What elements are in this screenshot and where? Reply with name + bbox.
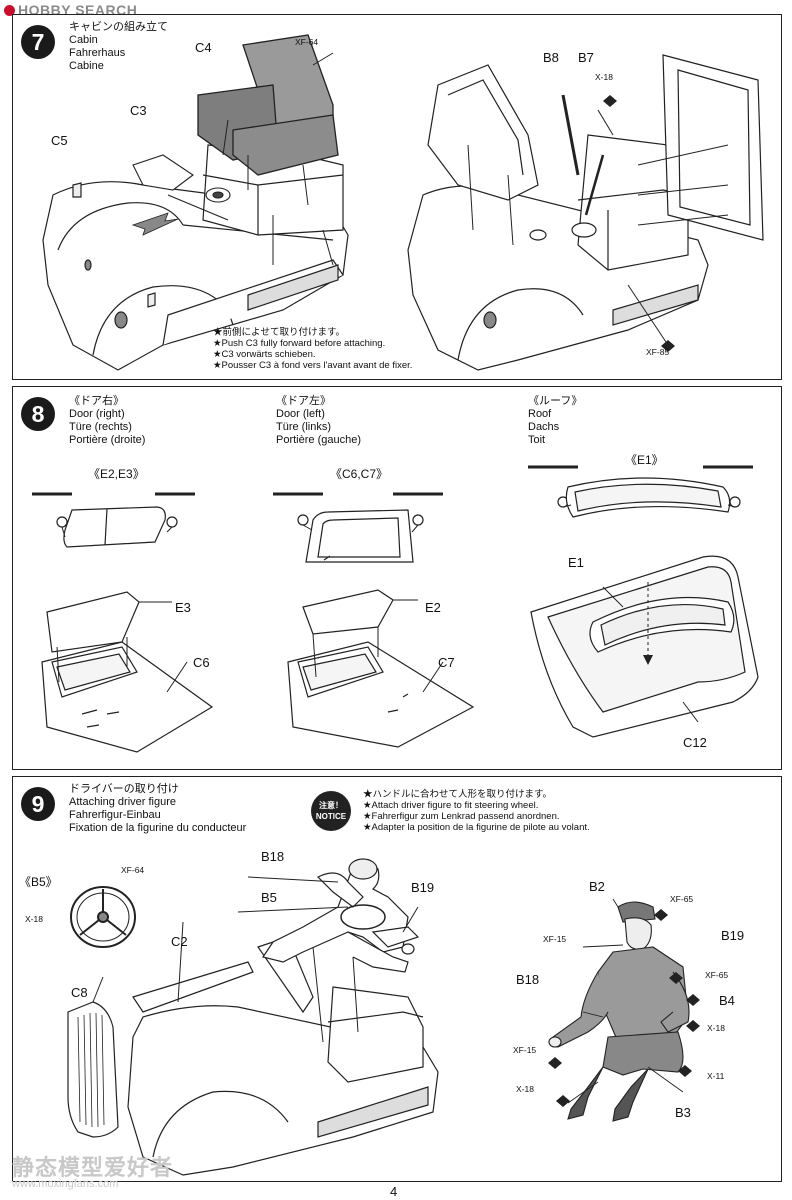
part-label-b19-b: B19 (721, 928, 745, 943)
part-label-b18-b: B18 (516, 972, 540, 987)
roof-illustration (523, 457, 768, 762)
part-label-b8: B8 (543, 50, 559, 65)
note-fr: ★Pousser C3 à fond vers l'avant avant de… (213, 360, 413, 371)
part-label-c12: C12 (683, 735, 707, 750)
door-left-en: Door (left) (276, 408, 325, 420)
step-number-badge: 9 (21, 787, 55, 821)
door-right-en: Door (right) (69, 408, 125, 420)
step-8-panel: 8 《ドア右》 Door (right) Türe (rechts) Porti… (12, 386, 782, 770)
door-right-heading: 《ドア右》 Door (right) Türe (rechts) Portièr… (69, 395, 145, 447)
note-jp: ★前側によせて取り付けます。 (213, 327, 346, 338)
part-label-c8: C8 (71, 985, 88, 1000)
title-de: Fahrerhaus (69, 47, 126, 59)
title-fr: Fixation de la figurine du conducteur (69, 822, 247, 834)
title-en: Cabin (69, 34, 98, 46)
roof-heading: 《ルーフ》 Roof Dachs Toit (528, 395, 582, 447)
paint-label-x18-wheel: X-18 (25, 914, 43, 924)
door-left-heading: 《ドア左》 Door (left) Türe (links) Portière … (276, 395, 361, 447)
paint-label-xf85: XF-85 (646, 347, 670, 357)
logo-dot-icon (4, 5, 15, 16)
part-label-b2: B2 (589, 879, 605, 894)
paint-label-xf64: XF-64 (295, 37, 319, 47)
part-label-b18: B18 (261, 849, 285, 864)
door-right-jp: 《ドア右》 (69, 395, 124, 407)
note-fr: ★Adapter la position de la figurine de p… (363, 822, 590, 833)
part-label-c3: C3 (130, 103, 147, 118)
note-en: ★Attach driver figure to fit steering wh… (363, 800, 539, 811)
notice-badge-jp: 注意！ (319, 801, 343, 810)
paint-label-x18-b: X-18 (707, 1023, 725, 1033)
part-label-c4: C4 (195, 40, 212, 55)
paint-label-xf15-a: XF-15 (543, 934, 567, 944)
roof-de: Dachs (528, 421, 560, 433)
door-right-fr: Portière (droite) (69, 434, 146, 446)
roof-en: Roof (528, 408, 552, 420)
step-number-badge: 7 (21, 25, 55, 59)
door-left-jp: 《ドア左》 (276, 395, 331, 407)
door-left-parts-ref: 《C6,C7》 (330, 467, 389, 481)
part-label-e2: E2 (425, 600, 441, 615)
part-label-c5: C5 (51, 133, 68, 148)
part-label-b5: B5 (261, 890, 277, 905)
step-9-panel: 9 ドライバーの取り付け Attaching driver figure Fah… (12, 776, 782, 1182)
title-de: Fahrerfigur-Einbau (69, 809, 161, 821)
step-9-note: ★ハンドルに合わせて人形を取り付けます。 ★Attach driver figu… (363, 789, 590, 833)
title-fr: Cabine (69, 60, 104, 72)
page-number: 4 (390, 1184, 398, 1199)
step-7-panel: 7 キャビンの組み立て Cabin Fahrerhaus Cabine (12, 14, 782, 380)
door-left-fr: Portière (gauche) (276, 434, 361, 446)
notice-badge: 注意！ NOTICE (311, 791, 351, 831)
part-label-e3: E3 (175, 600, 191, 615)
note-de: ★Fahrerfigur zum Lenkrad passend anordne… (363, 811, 560, 822)
cabin-assembly-illustration (398, 35, 778, 375)
note-en: ★Push C3 fully forward before attaching. (213, 338, 386, 349)
driver-figure-illustration (548, 897, 700, 1127)
part-label-c6: C6 (193, 655, 210, 670)
part-label-b4: B4 (719, 993, 735, 1008)
step-7-note: ★前側によせて取り付けます。 ★Push C3 fully forward be… (213, 327, 412, 371)
door-left-illustration (268, 482, 478, 762)
part-label-b7: B7 (578, 50, 594, 65)
door-right-de: Türe (rechts) (69, 421, 132, 433)
note-de: ★C3 vorwärts schieben. (213, 349, 316, 360)
moxingfans-url-watermark: www.moxingfans.com (12, 1178, 119, 1190)
paint-label-xf65-a: XF-65 (670, 894, 694, 904)
part-label-b3: B3 (675, 1105, 691, 1120)
door-right-illustration (27, 482, 227, 762)
paint-label-xf65-b: XF-65 (705, 970, 729, 980)
part-label-c7: C7 (438, 655, 455, 670)
cabin-floor-illustration (33, 25, 383, 375)
title-en: Attaching driver figure (69, 796, 176, 808)
step-9-title: ドライバーの取り付け Attaching driver figure Fahre… (69, 783, 246, 835)
part-label-b19: B19 (411, 880, 435, 895)
steering-wheel-illustration (58, 877, 148, 957)
step-number-badge: 8 (21, 397, 55, 431)
note-jp: ★ハンドルに合わせて人形を取り付けます。 (363, 789, 553, 800)
part-label-c2: C2 (171, 934, 188, 949)
roof-jp: 《ルーフ》 (528, 395, 583, 407)
cabin-driver-illustration (63, 837, 463, 1177)
step-7-title: キャビンの組み立て Cabin Fahrerhaus Cabine (69, 21, 168, 73)
paint-label-xf15-b: XF-15 (513, 1045, 537, 1055)
notice-badge-en: NOTICE (315, 812, 347, 821)
paint-label-x18: X-18 (595, 72, 613, 82)
door-left-de: Türe (links) (276, 421, 332, 433)
door-right-parts-ref: 《E2,E3》 (88, 467, 145, 481)
roof-fr: Toit (528, 434, 546, 446)
title-jp: ドライバーの取り付け (69, 783, 179, 795)
moxingfans-watermark: 静态模型爱好者 (12, 1155, 174, 1180)
paint-label-xf64: XF-64 (121, 865, 145, 875)
part-label-e1: E1 (568, 555, 584, 570)
steering-wheel-ref: 《B5》 (19, 875, 58, 889)
title-jp: キャビンの組み立て (69, 21, 168, 33)
paint-label-x18-c: X-18 (516, 1084, 534, 1094)
roof-parts-ref: 《E1》 (625, 453, 664, 467)
paint-label-x11: X-11 (707, 1071, 725, 1081)
